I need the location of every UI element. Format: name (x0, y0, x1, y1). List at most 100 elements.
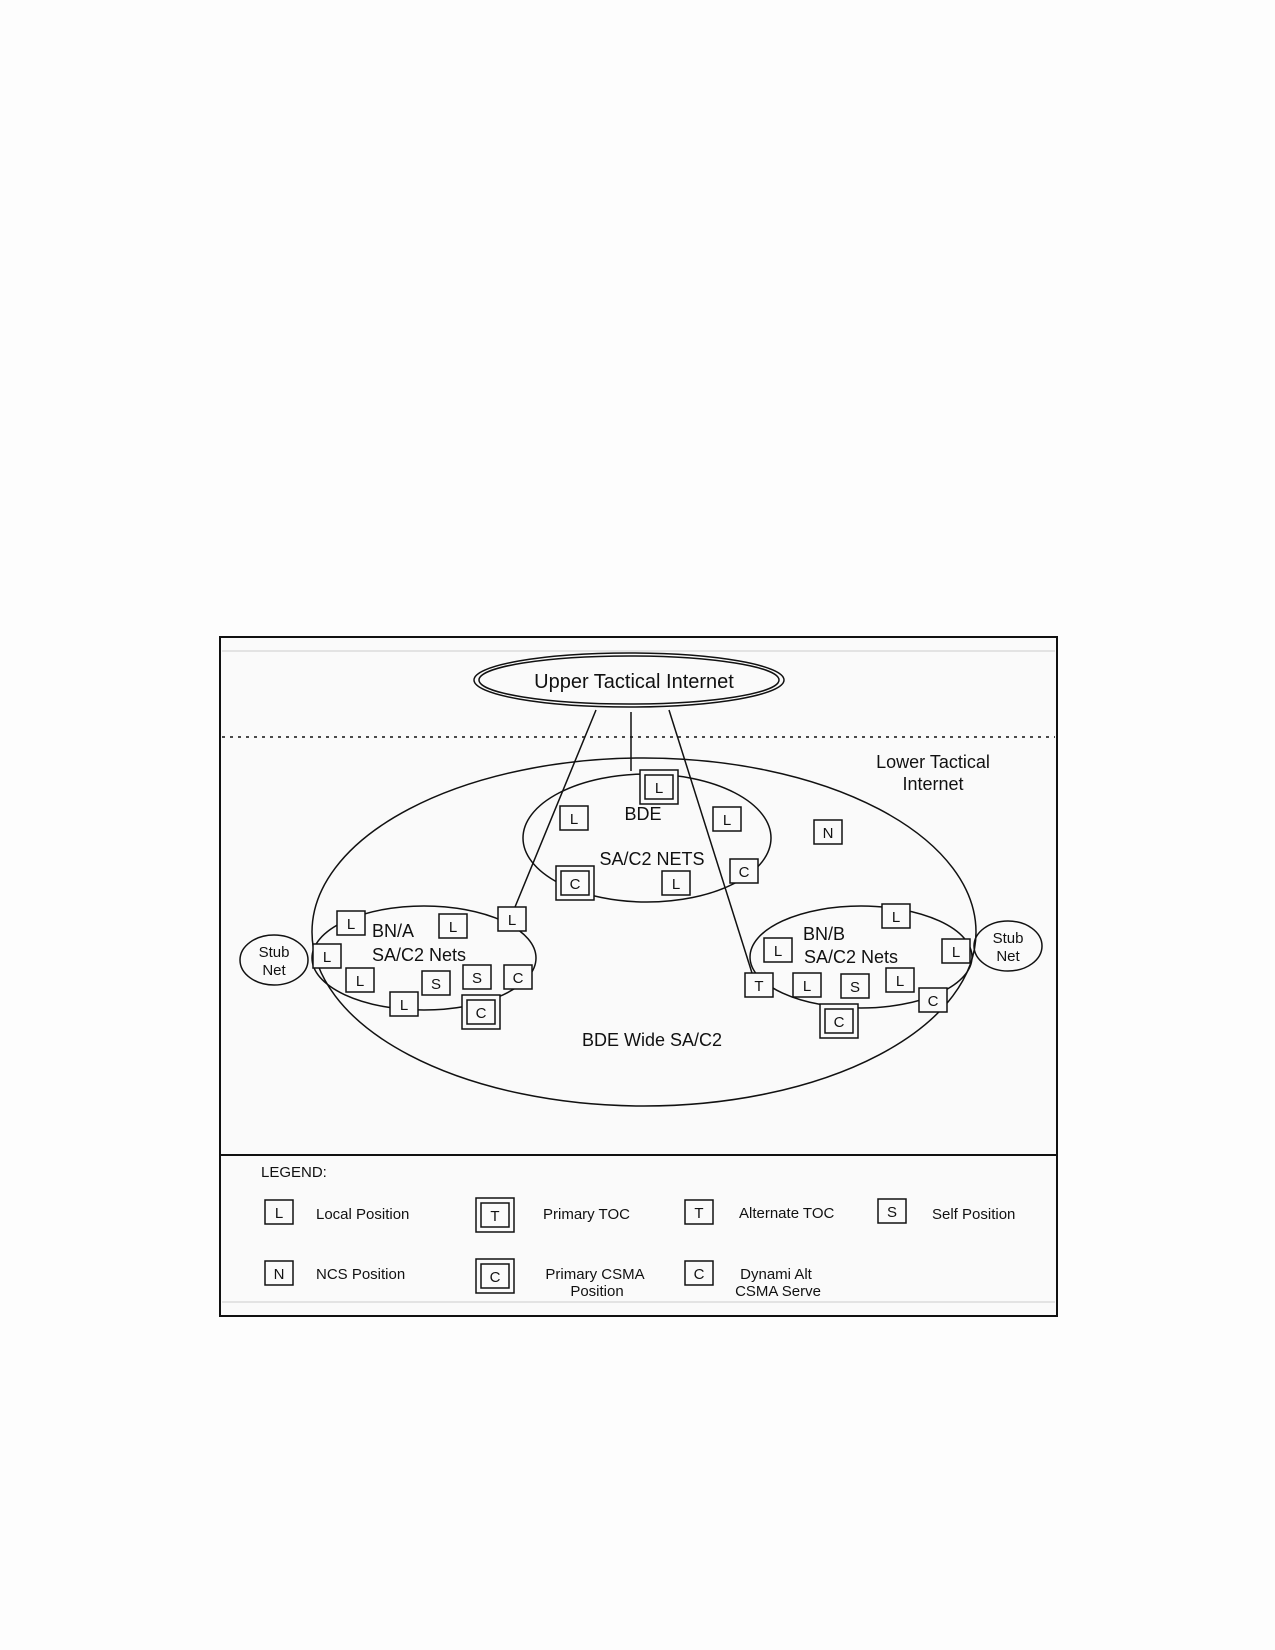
bn-b-ellipse (749, 905, 973, 1009)
svg-text:S: S (850, 979, 860, 996)
node-a-l6: L (389, 991, 419, 1017)
node-a-l4: L (312, 943, 342, 969)
legend-dynamic-alt-csma-label-2: CSMA Serve (735, 1283, 821, 1300)
svg-text:L: L (347, 916, 355, 933)
stub-net-left-label-2: Net (262, 962, 286, 979)
svg-text:C: C (490, 1269, 501, 1286)
svg-text:L: L (400, 997, 408, 1014)
legend-ncs-label: NCS Position (316, 1266, 405, 1283)
svg-text:L: L (774, 943, 782, 960)
node-b-l1: L (881, 903, 911, 929)
bn-a-ellipse (311, 905, 537, 1011)
link-bn-a (514, 709, 597, 908)
svg-text:C: C (513, 970, 524, 987)
svg-text:L: L (570, 811, 578, 828)
node-ncs: N (813, 819, 843, 845)
lower-internet-label-2: Internet (902, 774, 963, 794)
node-bde-l3: L (661, 870, 691, 896)
svg-text:L: L (952, 944, 960, 961)
bde-wide-ellipse (311, 757, 977, 1107)
legend-alternate-toc-label: Alternate TOC (739, 1205, 834, 1222)
legend-dynamic-alt-csma-label-1: Dynami Alt (740, 1266, 813, 1283)
node-a-l1: L (336, 910, 366, 936)
svg-text:L: L (508, 912, 516, 929)
legend-self-position: S Self Position (877, 1198, 1015, 1224)
stub-net-right-label-1: Stub (993, 930, 1024, 947)
node-bde-l1: L (559, 805, 589, 831)
stub-net-right (973, 920, 1043, 972)
svg-text:C: C (476, 1005, 487, 1022)
legend-local-position: L Local Position (264, 1199, 409, 1225)
node-a-l3: L (497, 906, 527, 932)
upper-internet-ellipse-outer (473, 652, 785, 708)
svg-text:L: L (275, 1205, 283, 1222)
node-a-s1: S (421, 970, 451, 996)
svg-text:C: C (928, 993, 939, 1010)
node-a-l2: L (438, 913, 468, 939)
legend-primary-toc: T Primary TOC (475, 1197, 630, 1233)
bn-b-label-2: SA/C2 Nets (804, 947, 898, 967)
node-a-l5: L (345, 967, 375, 993)
svg-text:L: L (655, 780, 663, 797)
svg-text:C: C (570, 876, 581, 893)
bde-net-label-1: BDE (624, 804, 661, 824)
node-b-l5: L (885, 967, 915, 993)
legend-local-symbol (264, 1199, 294, 1225)
legend-dynamic-alt-csma-symbol (684, 1260, 714, 1286)
legend-self-label: Self Position (932, 1206, 1015, 1223)
svg-text:L: L (449, 919, 457, 936)
node-b-c: C (918, 987, 948, 1013)
node-a-c-primary: C (461, 994, 501, 1030)
upper-internet-label: Upper Tactical Internet (534, 671, 734, 693)
bde-net-label-2: SA/C2 NETS (599, 849, 704, 869)
bn-a-label-1: BN/A (372, 921, 414, 941)
legend-alternate-toc: T Alternate TOC (684, 1199, 834, 1225)
node-bde-c-primary: C (555, 865, 595, 901)
bde-wide-label: BDE Wide SA/C2 (582, 1030, 722, 1050)
svg-text:T: T (490, 1208, 499, 1225)
legend-primary-csma-label-1: Primary CSMA (545, 1266, 644, 1283)
legend-primary-csma-label-2: Position (570, 1283, 623, 1300)
svg-text:L: L (356, 973, 364, 990)
legend-ncs-position: N NCS Position (264, 1260, 405, 1286)
node-b-t: T (744, 972, 774, 998)
svg-text:C: C (694, 1266, 705, 1283)
svg-text:S: S (472, 970, 482, 987)
legend-dynamic-alt-csma: C Dynami Alt CSMA Serve (684, 1260, 821, 1300)
upper-internet-ellipse-inner (478, 655, 780, 705)
svg-text:N: N (274, 1266, 285, 1283)
svg-text:T: T (694, 1205, 703, 1222)
node-b-c-primary: C (819, 1003, 859, 1039)
svg-text:L: L (803, 978, 811, 995)
legend-ncs-symbol (264, 1260, 294, 1286)
bn-a-label-2: SA/C2 Nets (372, 945, 466, 965)
svg-text:T: T (754, 978, 763, 995)
node-b-l2: L (763, 937, 793, 963)
node-b-s: S (840, 973, 870, 999)
stub-net-left-label-1: Stub (259, 944, 290, 961)
svg-text:S: S (431, 976, 441, 993)
svg-text:L: L (323, 949, 331, 966)
svg-text:C: C (834, 1014, 845, 1031)
stub-net-right-label-2: Net (996, 948, 1020, 965)
svg-text:N: N (823, 825, 834, 842)
svg-text:L: L (723, 812, 731, 829)
legend-self-symbol (877, 1198, 907, 1224)
node-b-l4: L (792, 972, 822, 998)
stub-net-left (239, 934, 309, 986)
node-a-s2: S (462, 964, 492, 990)
node-a-c: C (503, 964, 533, 990)
node-bde-c: C (729, 858, 759, 884)
svg-text:L: L (892, 909, 900, 926)
lower-internet-label-1: Lower Tactical (876, 752, 990, 772)
legend-primary-toc-label: Primary TOC (543, 1206, 630, 1223)
legend-primary-csma: C Primary CSMA Position (475, 1258, 645, 1300)
svg-text:S: S (887, 1204, 897, 1221)
legend-alternate-toc-symbol (684, 1199, 714, 1225)
node-b-l3: L (941, 938, 971, 964)
svg-text:L: L (672, 876, 680, 893)
legend-local-label: Local Position (316, 1206, 409, 1223)
node-bde-l2: L (712, 806, 742, 832)
svg-text:C: C (739, 864, 750, 881)
